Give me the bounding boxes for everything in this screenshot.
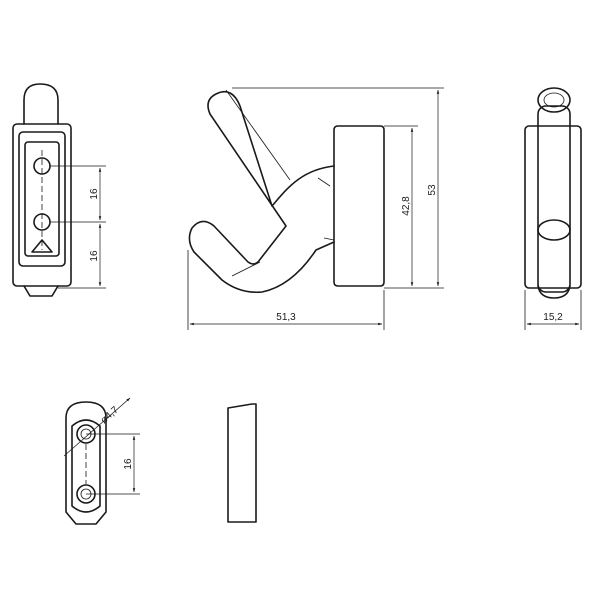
end-view-body (524, 125, 582, 289)
side-view-neck-line-2 (323, 237, 335, 241)
front-view-plate-inner (24, 141, 60, 257)
end-view-bottom-cap (537, 285, 571, 299)
dim-label-spacing-top: 16 (89, 188, 100, 200)
front-view-top-cap (23, 83, 59, 125)
front-view-left: 16 16 (12, 83, 106, 297)
end-view-top-cylinder-inner (543, 92, 565, 108)
front-view-slot-bottom (31, 239, 53, 253)
bottom-view-plate: 16 ø4,7 (63, 397, 140, 525)
dim-label-height-total: 53 (427, 184, 438, 196)
side-view-bend-line (231, 261, 261, 277)
side-view-hook-outline (188, 90, 335, 294)
dim-label-height-inner: 42,8 (401, 196, 412, 216)
end-view-top-cylinder (537, 87, 571, 113)
front-view-bottom-cap (23, 285, 59, 297)
side-view-upper-arm-edge (225, 89, 291, 181)
side-view-hook: 42,8 53 51,3 (187, 87, 444, 330)
bottom-view-slot (71, 419, 101, 513)
bottom-view-plate-outline (65, 401, 107, 525)
section-view-small (227, 403, 257, 523)
end-view-mid-cylinder (537, 219, 571, 241)
side-view-base (333, 125, 385, 287)
dim-label-width: 51,3 (276, 312, 296, 323)
side-view-neck-line-1 (317, 177, 331, 187)
end-view-bar (537, 105, 571, 293)
dim-label-spacing-bottom: 16 (89, 250, 100, 262)
section-view-outline (227, 403, 257, 523)
front-view-body (12, 123, 72, 287)
front-view-plate-outer (18, 131, 66, 267)
dim-label-hole-spacing: 16 (123, 458, 134, 470)
end-view-right: 15,2 (524, 87, 582, 330)
dim-label-end-width: 15,2 (543, 312, 563, 323)
bottom-view-leader-diameter (63, 397, 131, 457)
